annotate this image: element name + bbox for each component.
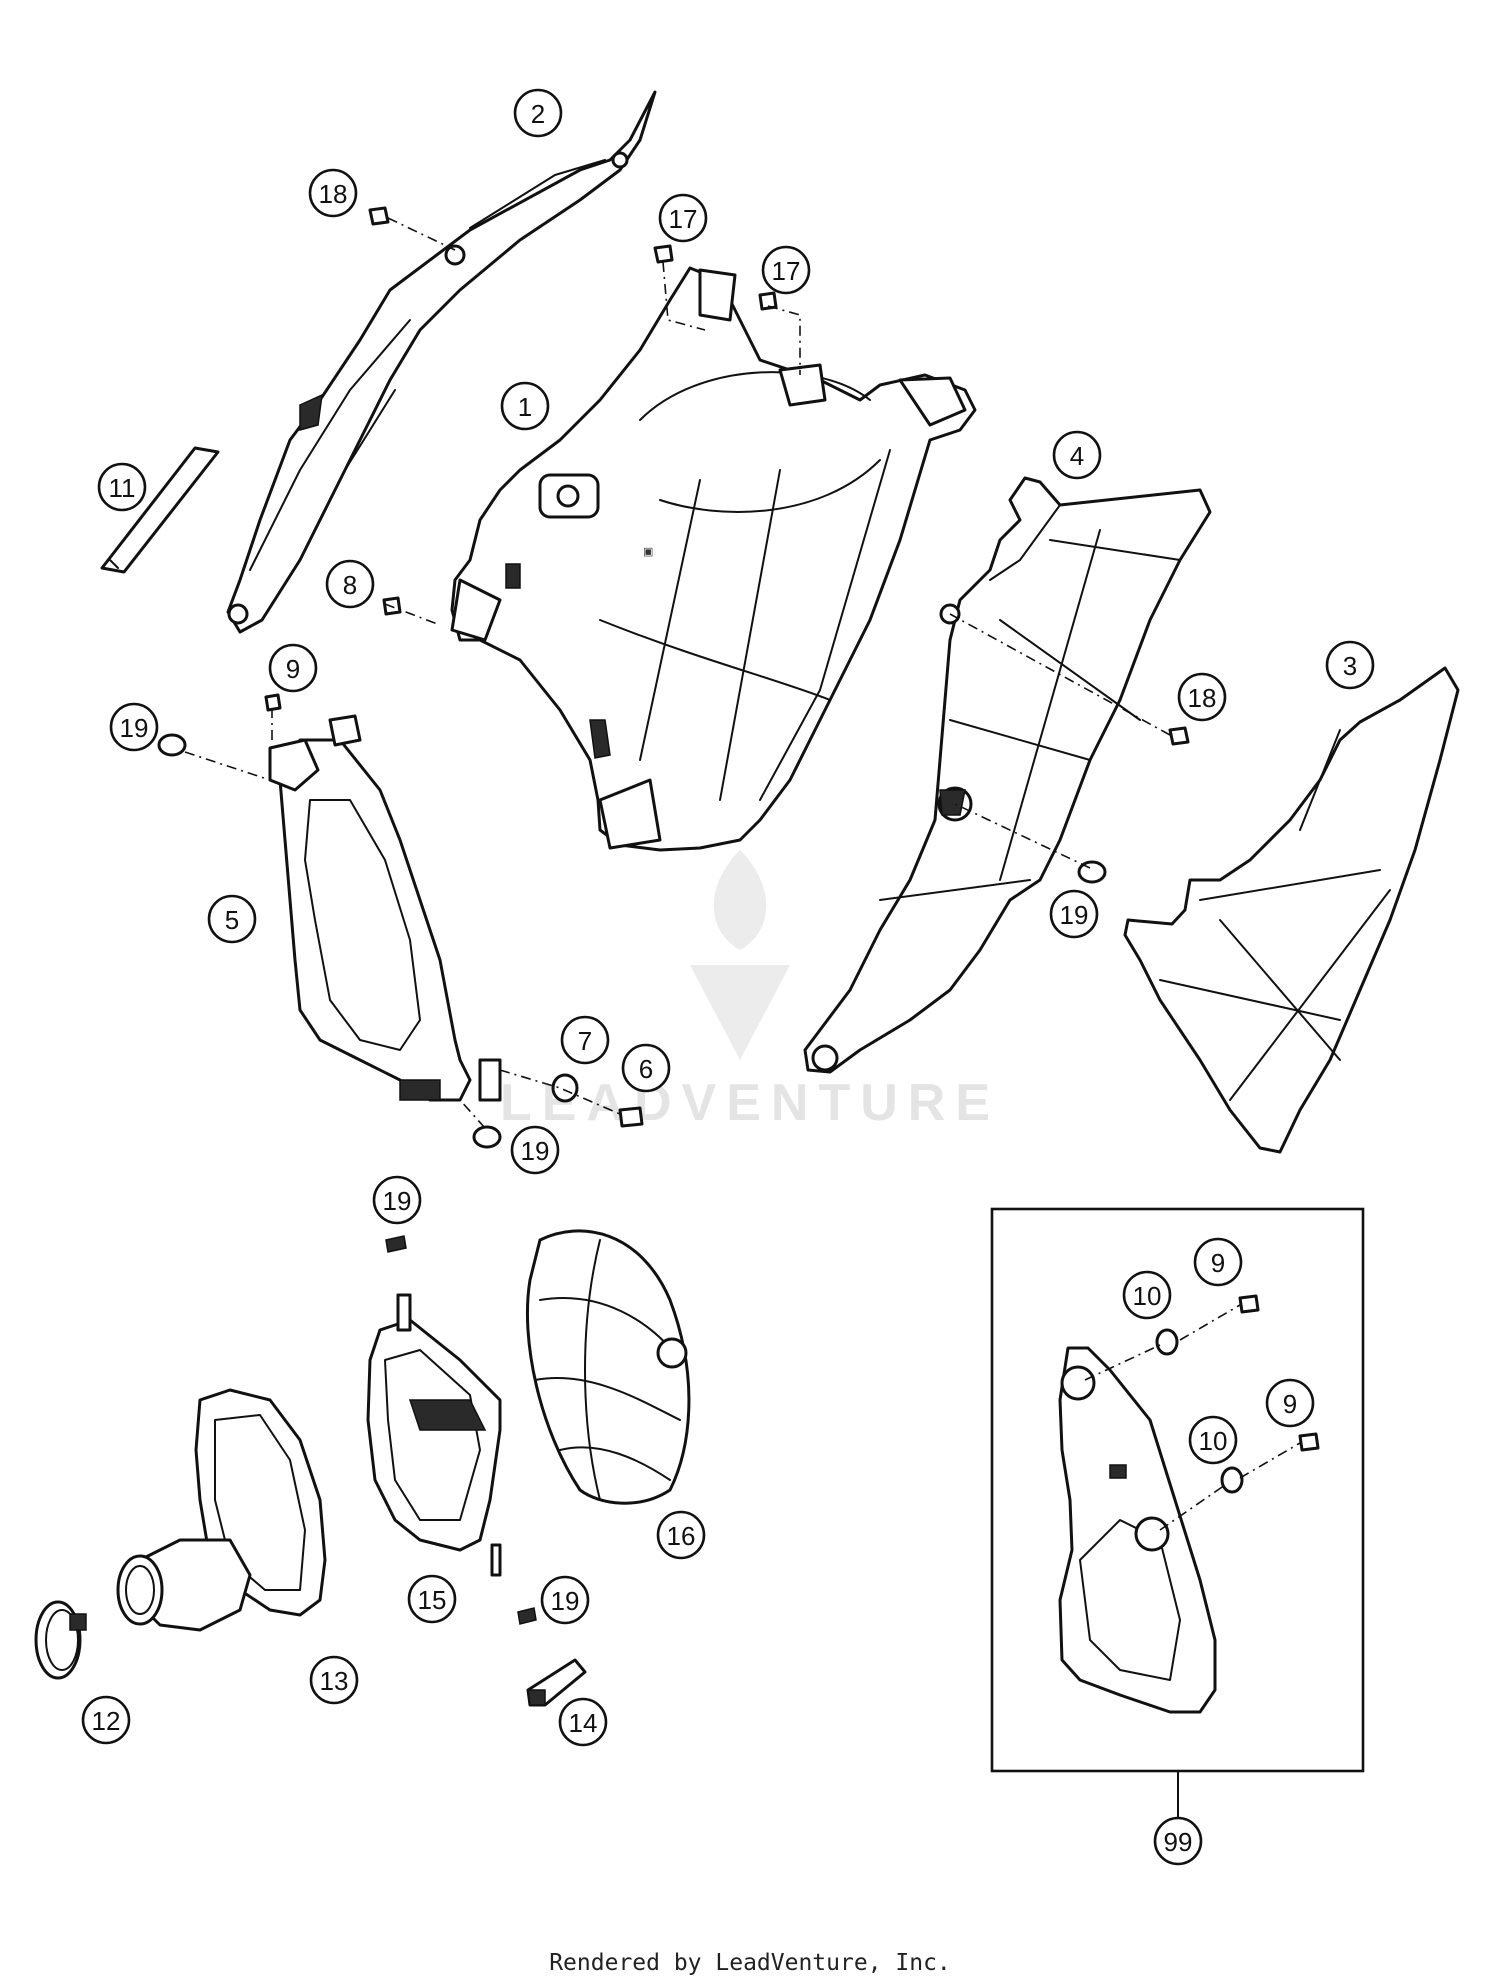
part-7-washer <box>551 1073 579 1103</box>
callout-5: 5 <box>207 894 257 944</box>
callout-9a: 9 <box>268 643 318 693</box>
footer-credit: Rendered by LeadVenture, Inc. <box>549 1950 951 1976</box>
callout-13: 13 <box>309 1655 359 1705</box>
svg-text:9: 9 <box>1211 1248 1225 1278</box>
kit-99-mount-bracket <box>1058 1346 1217 1714</box>
svg-text:8: 8 <box>343 570 357 600</box>
svg-text:6: 6 <box>639 1054 653 1084</box>
svg-text:3: 3 <box>1343 651 1357 681</box>
part-17-screw-a <box>653 244 674 264</box>
watermark-text: LEADVENTURE <box>500 1074 1000 1132</box>
part-2-side-panel-left <box>226 90 657 634</box>
svg-text:18: 18 <box>319 179 348 209</box>
part-19-grommet-b <box>1077 860 1107 884</box>
callout-8: 8 <box>325 559 375 609</box>
callout-99: 99 <box>1153 1816 1203 1866</box>
callout-6: 6 <box>621 1043 671 1093</box>
callout-18a: 18 <box>308 168 358 218</box>
svg-text:17: 17 <box>669 204 698 234</box>
svg-text:18: 18 <box>1188 683 1217 713</box>
fasteners <box>157 206 1320 1625</box>
callout-11: 11 <box>97 462 147 512</box>
callout-10b: 10 <box>1188 1415 1238 1465</box>
part-4-side-cover-right <box>803 476 1212 1074</box>
leader-lines <box>184 217 1301 1531</box>
svg-text:19: 19 <box>383 1186 412 1216</box>
leadventure-watermark: LEADVENTURE <box>500 850 1000 1132</box>
part-16-filter-cage <box>525 1229 691 1505</box>
svg-text:99: 99 <box>1164 1827 1193 1857</box>
part-10-washer-a <box>1155 1328 1179 1356</box>
svg-text:12: 12 <box>92 1706 121 1736</box>
svg-text:4: 4 <box>1070 441 1084 471</box>
callout-12: 12 <box>81 1695 131 1745</box>
svg-text:17: 17 <box>772 256 801 286</box>
callout-10a: 10 <box>1122 1270 1172 1320</box>
callout-7: 7 <box>560 1015 610 1065</box>
callout-9b: 9 <box>1193 1237 1243 1287</box>
callout-14: 14 <box>558 1697 608 1747</box>
svg-text:7: 7 <box>578 1026 592 1056</box>
part-9-screw-kit-b <box>1298 1432 1320 1452</box>
callout-3: 3 <box>1325 640 1375 690</box>
svg-text:11: 11 <box>109 473 136 503</box>
part-19-grommet-a <box>157 733 187 757</box>
svg-text:5: 5 <box>225 905 239 935</box>
svg-text:19: 19 <box>521 1136 550 1166</box>
part-18-screw-a <box>368 206 390 226</box>
part-9-screw <box>264 693 282 712</box>
callout-19d: 19 <box>372 1175 422 1225</box>
part-18-screw-b <box>1168 726 1190 746</box>
callout-9c: 9 <box>1265 1378 1315 1428</box>
callout-18b: 18 <box>1177 672 1227 722</box>
svg-text:10: 10 <box>1199 1426 1228 1456</box>
part-19-grommet-c <box>472 1125 502 1149</box>
callout-17a: 17 <box>658 193 708 243</box>
part-10-washer-b <box>1220 1466 1244 1494</box>
callout-19b: 19 <box>1049 889 1099 939</box>
callout-19e: 19 <box>540 1575 590 1625</box>
callout-16: 16 <box>656 1510 706 1560</box>
callout-15: 15 <box>407 1574 457 1624</box>
callout-19c: 19 <box>510 1125 560 1175</box>
svg-text:19: 19 <box>1060 900 1089 930</box>
svg-text:1: 1 <box>518 392 532 422</box>
svg-text:19: 19 <box>551 1586 580 1616</box>
part-15-air-filter <box>366 1293 502 1577</box>
part-17-screw-b <box>758 291 778 311</box>
svg-text:10: 10 <box>1133 1281 1162 1311</box>
part-14-clip <box>526 1658 587 1707</box>
callout-1: 1 <box>500 381 550 431</box>
part-1-airbox-cover: ▣ <box>450 266 977 852</box>
part-11-decal-strip <box>100 446 220 574</box>
part-3-number-plate-right <box>1123 666 1460 1154</box>
part-6-bolt <box>618 1106 644 1128</box>
part-19-grommet-d <box>385 1235 407 1253</box>
part-13-intake-boot <box>116 1388 327 1632</box>
part-12-hose-clamp <box>34 1600 87 1680</box>
part-5-airbox-housing <box>268 714 502 1102</box>
svg-text:15: 15 <box>418 1585 447 1615</box>
svg-text:16: 16 <box>667 1521 696 1551</box>
part-19-grommet-e <box>517 1607 537 1625</box>
callout-4: 4 <box>1052 430 1102 480</box>
callout-2: 2 <box>513 88 563 138</box>
callout-19a: 19 <box>109 702 159 752</box>
svg-text:9: 9 <box>1283 1389 1297 1419</box>
callout-17b: 17 <box>761 245 811 295</box>
svg-text:9: 9 <box>286 654 300 684</box>
svg-text:13: 13 <box>320 1666 349 1696</box>
cover-molding-mark: ▣ <box>643 546 653 558</box>
svg-text:14: 14 <box>569 1708 598 1738</box>
part-9-screw-kit-a <box>1238 1294 1260 1314</box>
svg-text:2: 2 <box>531 99 545 129</box>
svg-text:19: 19 <box>120 713 149 743</box>
